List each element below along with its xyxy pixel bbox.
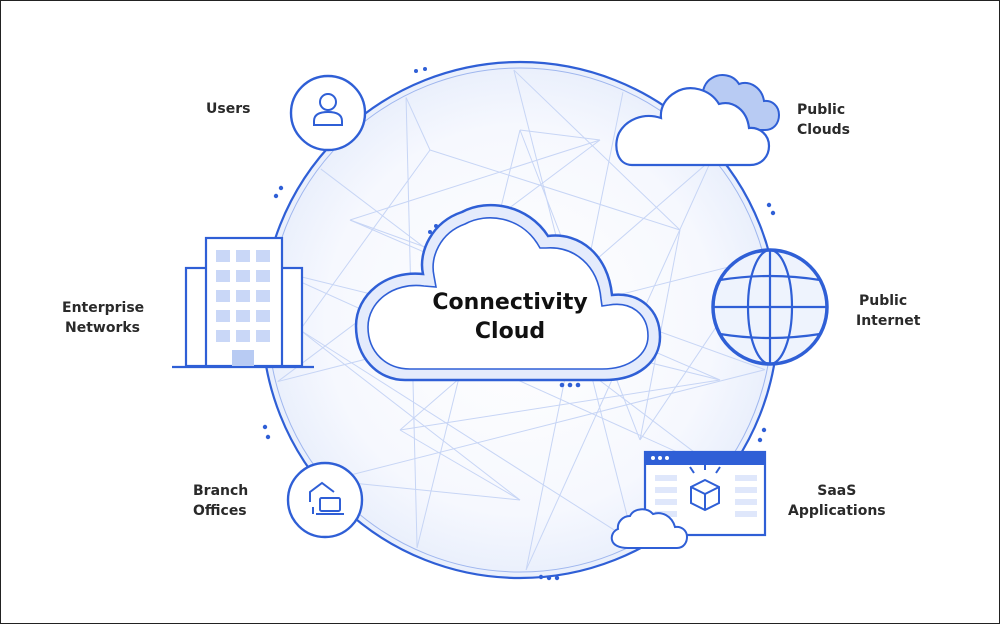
user-icon xyxy=(313,93,343,126)
center-title-line1: Connectivity xyxy=(432,290,588,315)
house-laptop-icon xyxy=(309,481,344,515)
users-label: Users xyxy=(206,99,250,119)
public-internet-line1: Public xyxy=(859,293,908,309)
ring-dots xyxy=(262,67,776,581)
app-window-box-icon xyxy=(610,450,767,549)
users-node xyxy=(289,74,367,152)
saas-line2: Applications xyxy=(788,503,886,519)
branch-offices-label: Branch Offices xyxy=(193,481,248,521)
enterprise-line2: Networks xyxy=(65,320,141,336)
public-internet-label: Public Internet xyxy=(856,291,920,331)
public-clouds-label: Public Clouds xyxy=(797,100,850,140)
center-title-line2: Cloud xyxy=(474,319,546,344)
public-clouds-line2: Clouds xyxy=(797,122,851,138)
enterprise-networks-label: Enterprise Networks xyxy=(62,298,144,338)
saas-line1: SaaS xyxy=(817,483,857,499)
branch-offices-line1: Branch xyxy=(193,483,249,499)
branch-offices-line2: Offices xyxy=(193,503,247,519)
public-internet-line2: Internet xyxy=(856,313,921,329)
connectivity-cloud-title: Connectivity Cloud xyxy=(360,288,660,346)
users-label-text: Users xyxy=(206,101,251,117)
branch-offices-node xyxy=(286,461,364,539)
cloud-icon xyxy=(615,74,781,167)
connectivity-cloud xyxy=(354,203,662,388)
saas-applications-label: SaaS Applications xyxy=(788,481,886,521)
public-clouds-line1: Public xyxy=(797,102,846,118)
globe-icon xyxy=(711,248,829,366)
enterprise-line1: Enterprise xyxy=(62,300,145,316)
office-building-icon xyxy=(172,236,314,369)
